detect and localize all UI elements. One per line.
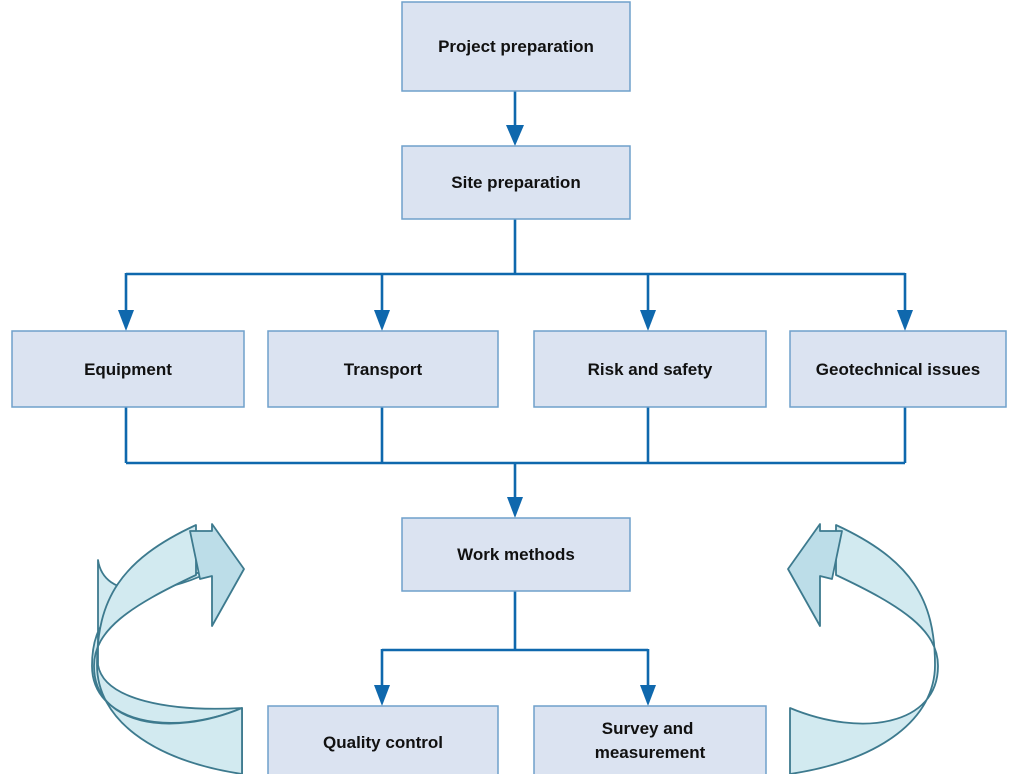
node-risk-and-safety: Risk and safety (533, 330, 767, 408)
node-risk-and-safety-label: Risk and safety (588, 360, 713, 379)
node-work-methods-label: Work methods (457, 545, 575, 564)
node-quality-control: Quality control (267, 705, 499, 774)
arrowhead-geotechnical (897, 310, 913, 331)
node-transport-label: Transport (344, 360, 423, 379)
node-quality-control-label: Quality control (323, 733, 443, 752)
node-site-preparation-label: Site preparation (451, 173, 580, 192)
node-site-preparation: Site preparation (401, 145, 631, 220)
curved-arrow-icon (787, 523, 939, 774)
node-survey-and-measurement-line-2: measurement (595, 743, 706, 762)
arrowhead-transport (374, 310, 390, 331)
curved-arrow-icon (91, 523, 245, 774)
node-work-methods: Work methods (401, 517, 631, 592)
node-survey-and-measurement-line-1: Survey and (602, 719, 694, 738)
node-transport: Transport (267, 330, 499, 408)
arrowhead-site (506, 125, 524, 146)
node-project-preparation-label: Project preparation (438, 37, 594, 56)
node-equipment: Equipment (11, 330, 245, 408)
arrowhead-quality (374, 685, 390, 706)
node-project-preparation: Project preparation (401, 1, 631, 92)
node-survey-and-measurement-label: Survey and measurement (595, 719, 706, 762)
node-geotechnical-issues: Geotechnical issues (789, 330, 1007, 408)
arrowhead-survey (640, 685, 656, 706)
arrowhead-equipment (118, 310, 134, 331)
node-geotechnical-issues-label: Geotechnical issues (816, 360, 980, 379)
arrowhead-risk (640, 310, 656, 331)
node-equipment-label: Equipment (84, 360, 172, 379)
arrowhead-work-methods (507, 497, 523, 518)
node-survey-and-measurement: Survey and measurement (533, 705, 767, 774)
connectors (118, 91, 913, 706)
